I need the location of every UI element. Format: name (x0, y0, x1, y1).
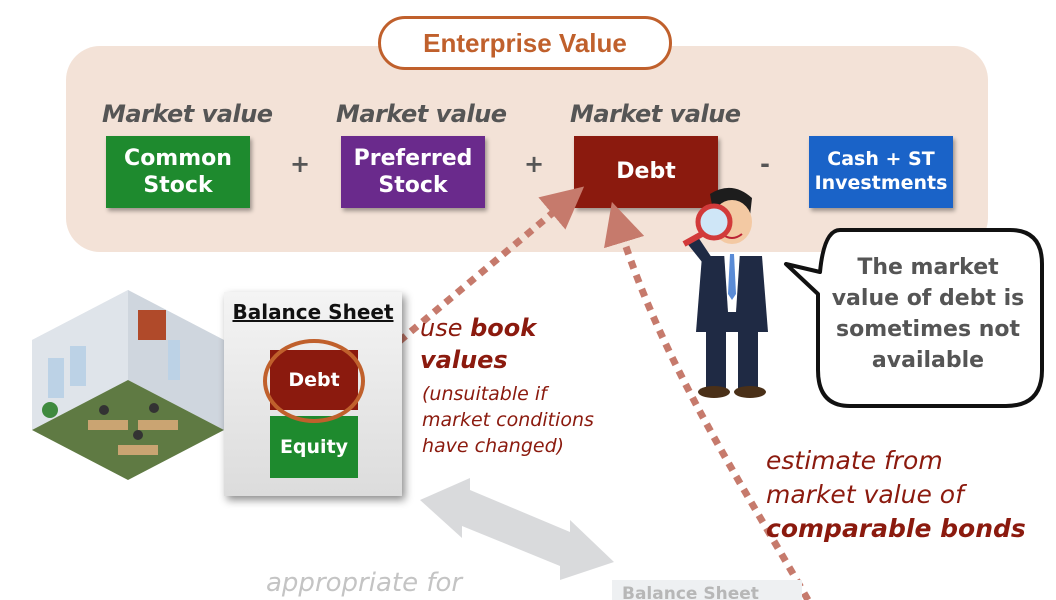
speech-bubble (784, 228, 1044, 408)
debt-box: Debt (574, 136, 718, 208)
balance-sheet-equity: Equity (270, 416, 358, 478)
bonds-note-emphasis: comparable bonds (766, 514, 1026, 543)
balance-sheet-title: Balance Sheet (232, 300, 394, 324)
appropriate-for-text: appropriate for (266, 568, 463, 598)
second-balance-sheet-card: Balance Sheet (612, 580, 802, 600)
book-note-caveat-1: (unsuitable if (422, 383, 547, 405)
comparable-bonds-arrow (604, 201, 812, 600)
plus-operator-1: + (290, 150, 311, 178)
balance-sheet-debt: Debt (270, 350, 358, 410)
book-values-note-line1: use book (420, 314, 536, 342)
bonds-note-line2: market value of (766, 480, 964, 509)
market-value-label-preferred: Market value (336, 100, 507, 128)
book-note-caveat-3: have changed) (422, 435, 565, 457)
speech-bubble-text: The market value of debt is sometimes no… (831, 255, 1025, 373)
book-note-emphasis-2: values (420, 346, 508, 374)
book-note-prefix: use (420, 314, 471, 342)
book-note-caveat-2: market conditions (422, 409, 594, 431)
minus-operator: - (760, 150, 770, 178)
businessman-magnifier-icon (682, 187, 768, 398)
balance-sheet-card: Balance Sheet Debt Equity (224, 292, 402, 496)
highlight-circle (263, 339, 365, 423)
book-note-caveat: (unsuitable if market conditions have ch… (422, 381, 594, 459)
book-note-emphasis-1: book (470, 314, 537, 342)
market-value-label-debt: Market value (570, 100, 741, 128)
enterprise-value-title: Enterprise Value (378, 16, 672, 70)
double-arrow (420, 478, 614, 580)
bonds-note-line1: estimate from (766, 446, 943, 475)
cash-st-investments-box: Cash + ST Investments (809, 136, 953, 208)
office-illustration (32, 290, 224, 480)
common-stock-box: Common Stock (106, 136, 250, 208)
second-balance-sheet-title: Balance Sheet (622, 584, 759, 600)
market-value-label-common: Market value (102, 100, 273, 128)
preferred-stock-box: Preferred Stock (341, 136, 485, 208)
plus-operator-2: + (524, 150, 545, 178)
